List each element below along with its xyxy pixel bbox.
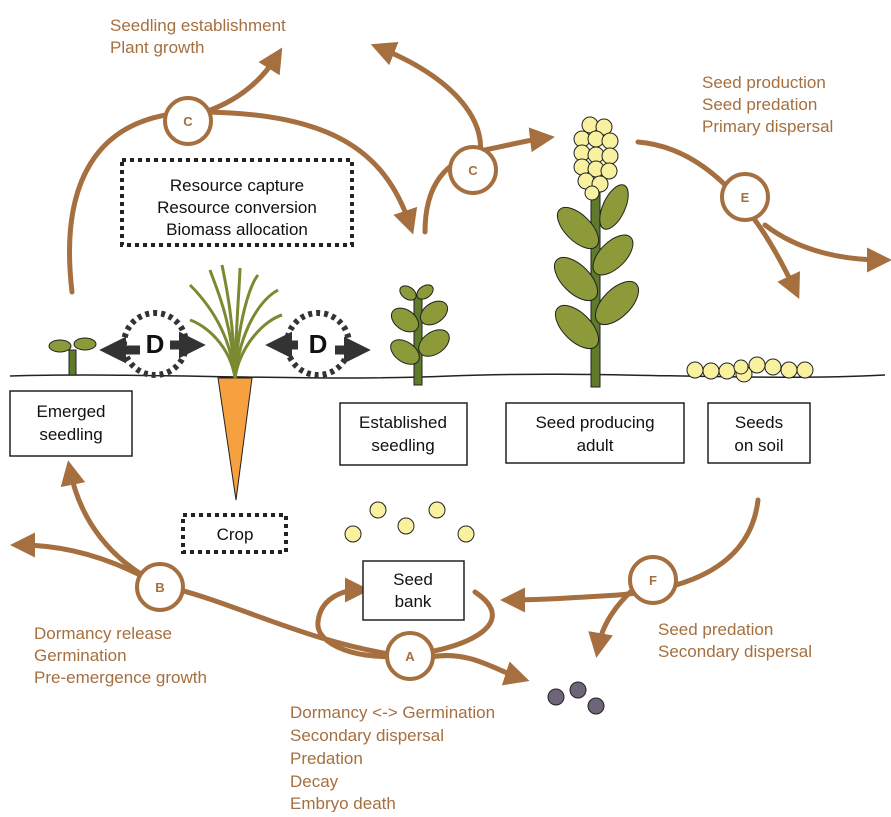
transition-a-circle: A	[385, 631, 435, 681]
stage-soil-label-2: on soil	[734, 436, 783, 455]
stage-seed-bank: Seed bank	[362, 560, 465, 621]
stage-crop: Crop	[181, 513, 288, 554]
seeds-on-soil-illustration	[686, 356, 814, 383]
transition-a-label: A	[405, 649, 415, 664]
stage-established-seedling: Established seedling	[339, 402, 468, 466]
process-seed-predation: Seed predation	[702, 95, 817, 114]
stage-seeds-on-soil: Seeds on soil	[707, 402, 811, 464]
crop-carrot-illustration	[188, 264, 283, 501]
stage-established-label-2: seedling	[371, 436, 434, 455]
process-predation: Predation	[290, 749, 363, 768]
stage-emerged-label-2: seedling	[39, 425, 102, 444]
seed-bank-seeds-illustration	[344, 501, 475, 543]
process-secondary-dispersal-soil: Secondary dispersal	[658, 642, 812, 661]
transition-e-label: E	[741, 190, 750, 205]
seed-producing-adult-illustration	[553, 116, 640, 388]
process-text-right-mid: Seed predation Secondary dispersal	[658, 620, 812, 661]
soil-surface-line	[9, 373, 886, 379]
biomass-allocation-text: Biomass allocation	[166, 220, 308, 239]
competition-d2: D	[265, 310, 371, 378]
process-germination: Germination	[34, 646, 127, 665]
process-seed-production: Seed production	[702, 73, 826, 92]
competition-d1: D	[99, 310, 206, 378]
arrow-seedbank-loop	[315, 577, 495, 660]
arrow-a-branch	[427, 653, 530, 686]
resource-box: Resource capture Resource conversion Bio…	[120, 158, 354, 247]
stage-adult-label-1: Seed producing	[535, 413, 654, 432]
transition-f-label: F	[649, 573, 657, 588]
arrow-e-branch	[762, 222, 891, 273]
process-pre-emergence-growth: Pre-emergence growth	[34, 668, 207, 687]
stage-soil-label-1: Seeds	[735, 413, 783, 432]
transition-c1-circle: C	[163, 96, 213, 146]
stage-crop-label: Crop	[217, 525, 254, 544]
competition-d1-label: D	[146, 329, 165, 359]
arrow-b-branch	[10, 532, 143, 578]
process-secondary-dispersal-bank: Secondary dispersal	[290, 726, 444, 745]
competition-d2-label: D	[309, 329, 328, 359]
stage-bank-label-2: bank	[395, 592, 432, 611]
process-text-top-right: Seed production Seed predation Primary d…	[702, 73, 833, 136]
process-dormancy-release: Dormancy release	[34, 624, 172, 643]
stage-adult-label-2: adult	[577, 436, 614, 455]
stage-seed-producing-adult: Seed producing adult	[505, 402, 685, 464]
resource-capture-text: Resource capture	[170, 176, 304, 195]
process-seedling-establishment: Seedling establishment	[110, 16, 286, 35]
transition-f-circle: F	[628, 555, 678, 605]
arrow-adult-to-soil	[635, 139, 800, 300]
transition-b-circle: B	[135, 562, 185, 612]
process-text-top-left: Seedling establishment Plant growth	[110, 16, 286, 57]
transition-b-label: B	[155, 580, 164, 595]
stage-emerged-label-1: Emerged	[37, 402, 106, 421]
emerged-seedling-illustration	[48, 337, 97, 376]
transition-c1-label: C	[183, 114, 193, 129]
stage-established-label-1: Established	[359, 413, 447, 432]
transition-e-circle: E	[720, 172, 770, 222]
transition-c2-circle: C	[448, 145, 498, 195]
arrow-c1-branch	[202, 47, 283, 115]
process-text-bottom: Dormancy <-> Germination Secondary dispe…	[290, 703, 495, 813]
process-seed-predation-soil: Seed predation	[658, 620, 773, 639]
dead-seeds-illustration	[547, 681, 605, 715]
transition-c2-label: C	[468, 163, 478, 178]
stage-bank-label-1: Seed	[393, 570, 433, 589]
process-primary-dispersal: Primary dispersal	[702, 117, 833, 136]
established-seedling-illustration	[390, 284, 450, 386]
process-embryo-death: Embryo death	[290, 794, 396, 812]
resource-conversion-text: Resource conversion	[157, 198, 317, 217]
process-decay: Decay	[290, 772, 339, 791]
process-plant-growth: Plant growth	[110, 38, 205, 57]
stage-emerged-seedling: Emerged seedling	[9, 390, 133, 457]
seed-head	[573, 116, 619, 201]
process-dormancy-germination: Dormancy <-> Germination	[290, 703, 495, 722]
process-text-left-mid: Dormancy release Germination Pre-emergen…	[34, 624, 207, 687]
